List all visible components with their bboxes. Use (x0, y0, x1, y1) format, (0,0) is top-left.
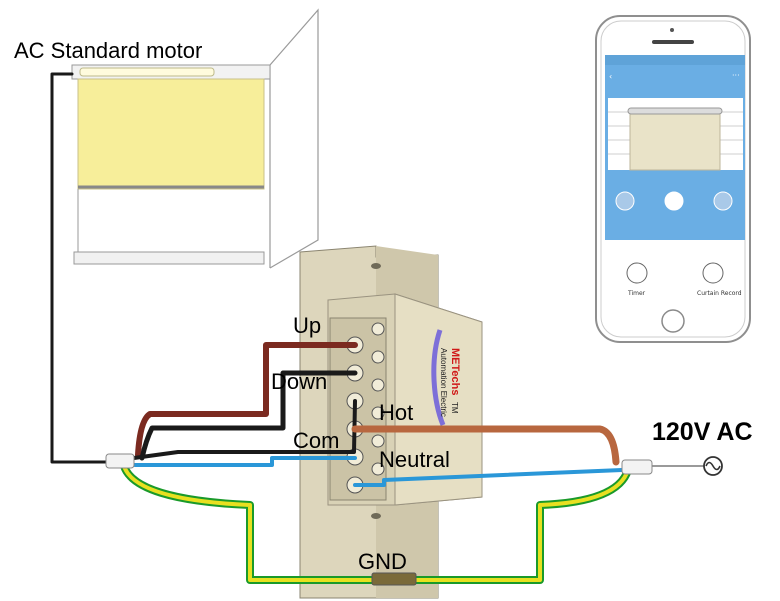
wire-up (135, 342, 358, 458)
wire-neutral-supply (353, 468, 624, 487)
pause-control[interactable] (664, 191, 684, 211)
wall-switch: METechs TM Automation Electric (299, 245, 483, 599)
motor-feed-wire (50, 72, 110, 464)
wire-down (139, 370, 358, 461)
motor-tube (79, 67, 215, 77)
label-supply: 120V AC (652, 418, 753, 446)
timer-label: Timer (627, 290, 646, 297)
supply-connector (621, 459, 653, 475)
curtain-fabric (77, 78, 265, 190)
open-control[interactable] (713, 191, 733, 211)
motor-connector (105, 453, 135, 469)
phone-screen: ‹ ··· (605, 55, 745, 240)
curtain-record-label: Curtain Record (697, 290, 742, 297)
switch-brand-sub: Automation Electric (439, 348, 448, 417)
ground-connector (371, 572, 417, 586)
back-arrow-icon[interactable]: ‹ (609, 72, 612, 81)
label-down: Down (271, 369, 327, 394)
curtain-window (71, 8, 319, 269)
ground-wire-yellow (122, 464, 630, 582)
phone-bottom-bar: Timer Curtain Record (626, 262, 742, 297)
home-button[interactable] (661, 309, 685, 333)
switch-brand-tm: TM (450, 402, 459, 414)
ac-source-icon (703, 456, 723, 476)
label-hot: Hot (379, 400, 413, 425)
label-up: Up (293, 313, 321, 338)
wire-hot (351, 425, 620, 466)
wire-neutral-motor (133, 456, 357, 467)
window-sill (73, 251, 265, 265)
phone-curtain (629, 111, 721, 171)
curtain-record-icon[interactable] (702, 262, 724, 284)
wires (50, 72, 706, 584)
more-icon[interactable]: ··· (732, 71, 740, 80)
timer-icon[interactable] (626, 262, 648, 284)
label-neutral: Neutral (379, 447, 450, 472)
label-gnd: GND (358, 549, 407, 574)
smartphone: ‹ ··· Timer Curtain Record (595, 15, 751, 343)
switch-brand: METechs (449, 348, 461, 395)
close-control[interactable] (615, 191, 635, 211)
motor-label: AC Standard motor (14, 38, 202, 63)
label-com: Com (293, 428, 339, 453)
